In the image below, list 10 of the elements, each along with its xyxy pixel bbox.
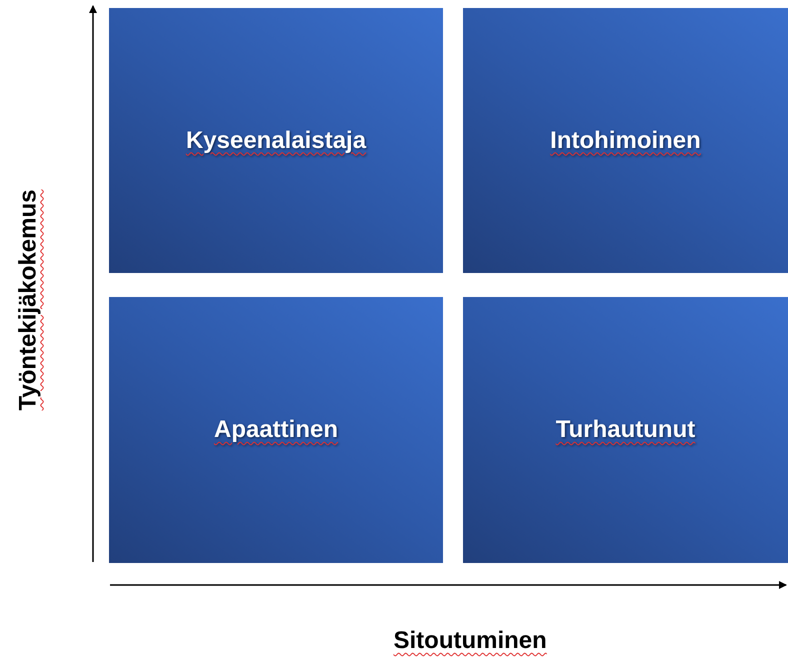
quadrant-label: Turhautunut	[556, 416, 696, 444]
y-axis-label: Työntekijäkokemus	[14, 190, 42, 410]
quadrant-label: Intohimoinen	[550, 126, 701, 154]
quadrant-box	[463, 297, 788, 563]
quadrant-label: Apaattinen	[214, 416, 338, 444]
quadrant-box	[463, 8, 788, 273]
quadrant-box	[109, 8, 443, 273]
x-axis-label: Sitoutuminen	[394, 627, 547, 655]
quadrant-box	[109, 297, 443, 563]
quadrant-label: Kyseenalaistaja	[186, 126, 366, 154]
